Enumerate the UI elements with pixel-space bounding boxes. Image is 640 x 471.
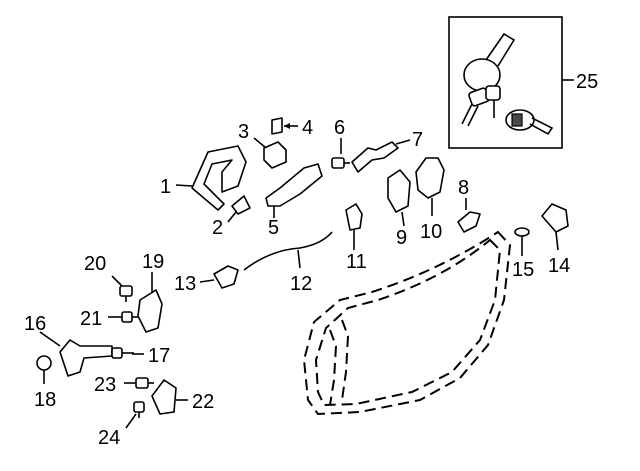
striker-plate [541,203,569,233]
bolt-20 [119,285,133,302]
callout-9: 9 [396,227,407,249]
leader-14 [555,231,559,251]
inside-handle [345,203,363,231]
leader-1 [175,184,193,187]
callout-12: 12 [290,273,312,295]
door-latch [415,157,445,199]
callout-23: 23 [94,374,116,396]
bolt-24 [133,401,145,418]
callout-4: 4 [302,117,313,139]
leader-13 [199,279,215,283]
striker [457,211,481,233]
door-outline [302,230,512,416]
callout-6: 6 [334,117,345,139]
callout-7: 7 [412,129,423,151]
handle-cap [263,141,287,169]
callout-8: 8 [458,177,469,199]
callout-14: 14 [548,255,570,277]
release-cable [243,231,333,271]
bolt-17 [111,347,134,359]
outside-handle [191,145,247,211]
callout-18: 18 [34,389,56,411]
leader-7 [395,139,411,145]
leader-9 [401,211,405,227]
leader-24 [125,413,137,429]
callout-16: 16 [24,313,46,335]
lower-hinge [151,379,177,415]
callout-3: 3 [238,121,249,143]
callout-24: 24 [98,427,120,449]
screw-6 [331,157,350,169]
lock-rod [351,141,399,173]
callout-17: 17 [148,345,170,367]
bolt-23 [135,377,154,389]
callout-25: 25 [576,71,598,93]
cap-18 [36,355,52,371]
pad [271,117,283,135]
callout-15: 15 [512,259,534,281]
bolt-15 [514,227,530,248]
key-cylinder-inset [448,16,563,149]
upper-hinge [137,289,163,333]
callout-20: 20 [84,253,106,275]
arrow-4 [284,123,290,129]
callout-1: 1 [160,176,171,198]
leader-20 [111,275,123,287]
lock-actuator [387,169,411,213]
leader-16 [39,331,61,347]
callout-21: 21 [80,308,102,330]
callout-22: 22 [192,391,214,413]
handle-bracket [265,163,323,207]
callout-11: 11 [346,251,367,273]
bolt-21 [121,311,138,323]
callout-13: 13 [174,273,196,295]
leader-3 [253,137,267,149]
door-check [59,339,113,377]
callout-19: 19 [142,251,164,273]
handle-bezel [213,265,239,289]
leader-12 [297,249,301,269]
callout-2: 2 [212,217,223,239]
callout-5: 5 [268,217,279,239]
handle-cover [231,195,251,215]
callout-10: 10 [420,221,442,243]
leader-2 [227,211,237,223]
